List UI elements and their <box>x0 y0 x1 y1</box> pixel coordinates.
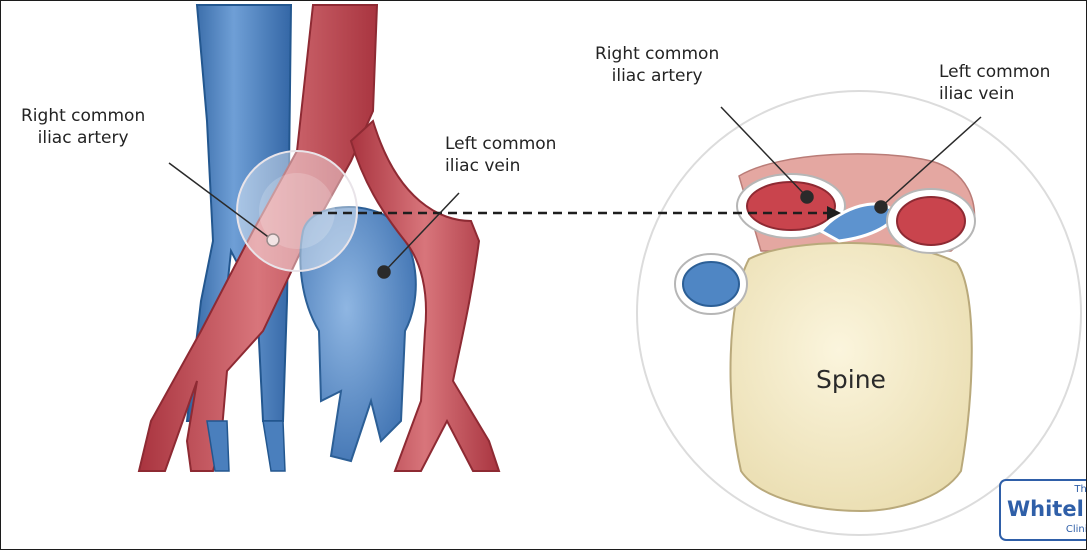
cross-section <box>637 91 1081 535</box>
label-section-right-common-iliac-artery: Right common iliac artery <box>595 43 719 87</box>
logo-the: The <box>1074 485 1087 495</box>
vessel-drawing <box>139 5 499 471</box>
leader-dot <box>378 266 390 278</box>
left-artery-lumen <box>897 197 965 245</box>
label-left-common-iliac-vein: Left common iliac vein <box>445 133 556 177</box>
clinic-logo: The Whitel Clinic <box>999 479 1087 541</box>
right-artery-lumen <box>747 182 835 230</box>
logo-name: Whitel <box>1007 499 1084 520</box>
label-section-left-common-iliac-vein: Left common iliac vein <box>939 61 1050 105</box>
label-spine: Spine <box>791 365 911 394</box>
right-vein-lumen <box>683 262 739 306</box>
leader-dot <box>801 191 813 203</box>
leader-dot <box>875 201 887 213</box>
vein-branch <box>263 421 285 471</box>
logo-clinic: Clinic <box>1066 525 1087 535</box>
leader-dot <box>267 234 279 246</box>
label-right-common-iliac-artery: Right common iliac artery <box>21 105 145 149</box>
